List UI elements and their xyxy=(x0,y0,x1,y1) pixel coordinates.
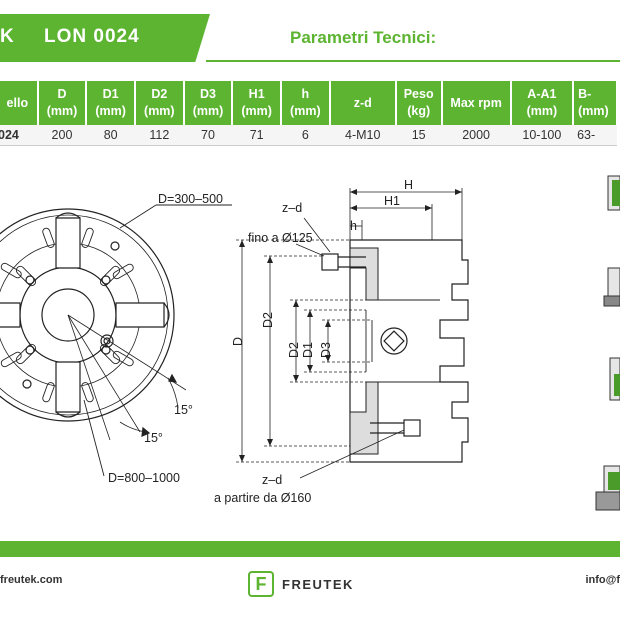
column-header: Max rpm xyxy=(441,81,512,125)
table-cell: 80 xyxy=(86,125,135,146)
side-label-D2b: D2 xyxy=(287,342,301,358)
side-view xyxy=(236,188,469,479)
front-label-bottom: D=800–1000 xyxy=(108,471,180,485)
column-header: D(mm) xyxy=(37,81,88,125)
column-header: H1(mm) xyxy=(232,81,282,125)
table-cell: 63- xyxy=(573,125,617,146)
side-label-partire: a partire da Ø160 xyxy=(214,491,311,505)
table-cell: 15 xyxy=(395,125,442,146)
column-header: B-(mm) xyxy=(573,81,618,125)
side-label-fino: fino a Ø125 xyxy=(248,231,313,245)
logo-mark-icon: F xyxy=(248,571,274,597)
brand-fragment: K xyxy=(0,26,14,47)
column-header: D2(mm) xyxy=(134,81,185,125)
technical-drawing: D=300–500 15° 15° D=800–1000 xyxy=(0,175,620,511)
side-label-h: h xyxy=(350,219,357,233)
brand-logo: F FREUTEK xyxy=(248,571,354,597)
logo-text: FREUTEK xyxy=(282,576,354,592)
column-header: h(mm) xyxy=(281,81,331,125)
email-link[interactable]: info@f xyxy=(585,574,620,586)
side-label-zd-bottom: z–d xyxy=(262,473,282,487)
side-label-D3: D3 xyxy=(319,342,333,358)
table-cell: 024 xyxy=(0,125,38,146)
table-cell: 200 xyxy=(37,125,87,146)
column-header: D1(mm) xyxy=(86,81,136,125)
column-header: z-d xyxy=(329,81,397,125)
table-cell: 112 xyxy=(134,125,184,146)
table-row: 024 200 80 112 70 71 6 4-M10 15 2000 10-… xyxy=(0,125,617,146)
website-link[interactable]: freutek.com xyxy=(0,574,63,586)
table-cell: 71 xyxy=(232,125,281,146)
model-code: LON 0024 xyxy=(44,26,140,47)
front-angle-1: 15° xyxy=(174,403,193,417)
section-title: Parametri Tecnici: xyxy=(290,28,437,47)
table-cell: 70 xyxy=(183,125,233,146)
front-label-top: D=300–500 xyxy=(158,192,223,206)
front-angle-2: 15° xyxy=(144,431,163,445)
side-label-D: D xyxy=(231,337,245,346)
side-label-D2a: D2 xyxy=(261,312,275,328)
jaw-variants xyxy=(595,175,620,511)
side-label-H1: H1 xyxy=(384,194,400,208)
column-header: Peso(kg) xyxy=(395,81,443,125)
bottom-bar xyxy=(0,541,620,557)
column-header: D3(mm) xyxy=(183,81,234,125)
side-label-H: H xyxy=(404,178,413,192)
side-label-D1: D1 xyxy=(301,342,315,358)
header-banner: K LON 0024 xyxy=(0,14,210,62)
table-cell: 10-100 xyxy=(510,125,574,146)
table-cell: 2000 xyxy=(441,125,511,146)
column-header: ello xyxy=(0,81,39,125)
table-cell: 4-M10 xyxy=(329,125,396,146)
header-divider xyxy=(206,60,620,62)
table-header-row: ello D(mm) D1(mm) D2(mm) D3(mm) H1(mm) h… xyxy=(0,81,618,125)
column-header: A-A1(mm) xyxy=(510,81,575,125)
side-label-zd-top: z–d xyxy=(282,201,302,215)
spec-table: ello D(mm) D1(mm) D2(mm) D3(mm) H1(mm) h… xyxy=(0,81,618,146)
front-view xyxy=(0,204,232,477)
table-cell: 6 xyxy=(281,125,330,146)
